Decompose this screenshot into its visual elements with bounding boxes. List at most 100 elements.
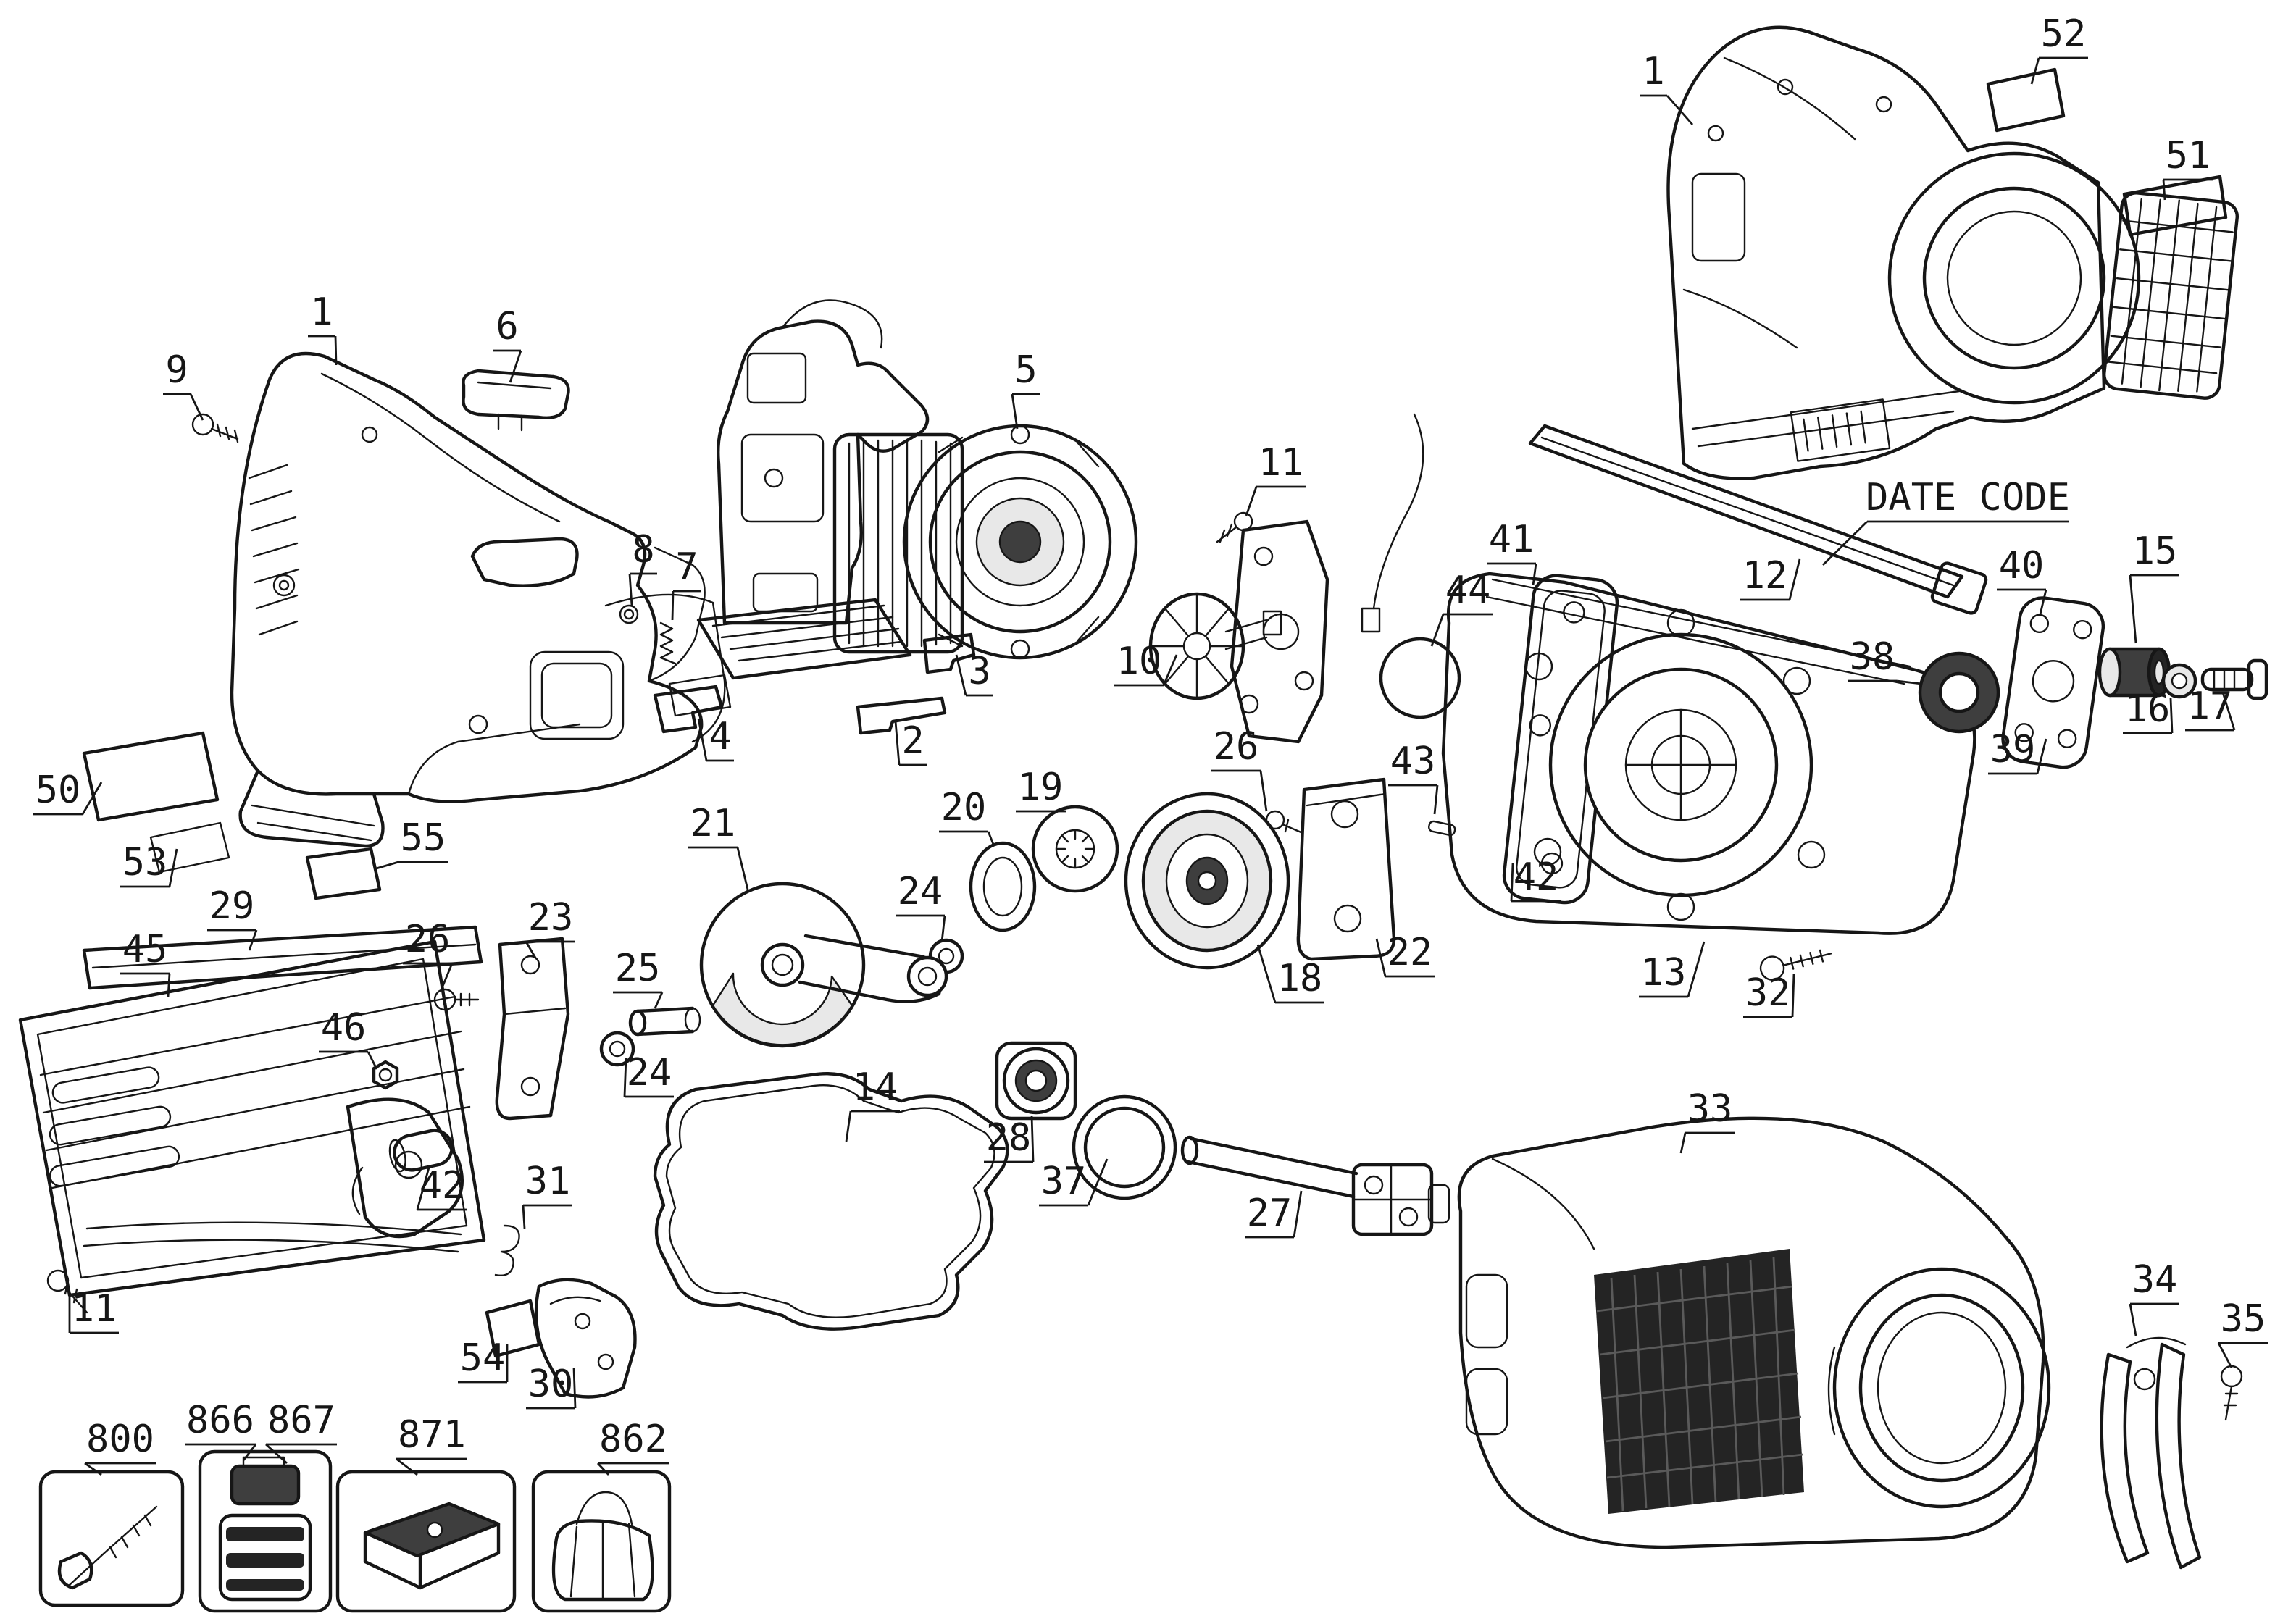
part-number-text: 15: [2132, 530, 2178, 573]
leader-line: [1679, 1131, 1735, 1154]
part-label-5: 5: [1011, 348, 1040, 430]
leader-line: [2129, 574, 2179, 644]
part-label-18: 18: [1256, 944, 1324, 1004]
part-label-29: 29: [207, 884, 258, 951]
part-number-text: 34: [2132, 1258, 2178, 1302]
bearing-38: [1918, 651, 2000, 734]
leader-line: [1388, 784, 1439, 815]
leader-line: [671, 590, 701, 621]
part-number-text: 11: [72, 1287, 117, 1331]
label-sticker-52: [1986, 67, 2066, 133]
leader-line: [416, 1167, 467, 1211]
part-number-text: 10: [1116, 640, 1162, 683]
part-number-text: 35: [2221, 1297, 2266, 1341]
leader-line: [2185, 692, 2236, 732]
part-number-text: 22: [1387, 931, 1433, 974]
part-label-31: 31: [522, 1160, 572, 1229]
part-number-text: 28: [986, 1116, 1032, 1160]
part-number-text: 867: [267, 1399, 335, 1442]
leader-line: [939, 830, 995, 847]
part-number-text: 9: [165, 348, 188, 392]
part-label-32: 32: [1743, 971, 1795, 1018]
part-number-text: 42: [1514, 855, 1559, 899]
bracket-23: [495, 937, 570, 1121]
leader-line: [845, 1110, 900, 1142]
pulley-18: [1124, 792, 1290, 970]
part-label-12: 12: [1740, 554, 1801, 601]
leader-line: [120, 848, 178, 888]
part-label-33: 33: [1679, 1087, 1735, 1154]
part-label-6: 6: [493, 305, 522, 383]
part-label-53: 53: [120, 841, 178, 888]
part-label-42: 42: [416, 1164, 467, 1211]
part-number-text: 11: [1258, 441, 1304, 485]
label-sticker-54: [485, 1299, 541, 1358]
leader-line: [68, 1292, 119, 1334]
leader-line: [1848, 679, 1922, 685]
part-label-42: 42: [1510, 855, 1561, 903]
part-label-23: 23: [525, 896, 575, 960]
part-number-text: 871: [398, 1413, 466, 1457]
leader-line: [1743, 973, 1795, 1018]
housing-right: [1666, 25, 2239, 480]
part-label-16: 16: [2123, 687, 2174, 734]
part-label-51: 51: [2162, 134, 2213, 201]
part-number-text: 39: [1990, 728, 2036, 771]
leader-line: [596, 1462, 669, 1476]
pin-25: [628, 1006, 701, 1037]
leader-line: [526, 1367, 577, 1410]
screw-35: [2220, 1365, 2243, 1421]
part-number-text: DATE CODE: [1866, 476, 2070, 519]
part-number-text: 3: [968, 650, 990, 693]
part-label-19: 19: [1016, 766, 1066, 813]
part-number-text: 29: [209, 884, 255, 928]
leader-line: [265, 1443, 337, 1465]
part-label-14: 14: [845, 1066, 900, 1142]
part-label-26: 26: [1211, 725, 1268, 812]
leader-line: [1256, 944, 1324, 1004]
part-label-24: 24: [896, 870, 946, 942]
leader-line: [2129, 1302, 2179, 1336]
part-label-866: 866: [185, 1399, 257, 1461]
leader-line: [896, 914, 946, 942]
leader-line: [1114, 654, 1178, 687]
screw-32: [1759, 949, 1832, 981]
part-number-text: 21: [690, 802, 736, 845]
leader-line: [1510, 863, 1561, 903]
part-number-text: 8: [632, 528, 654, 572]
leader-line: [207, 929, 258, 951]
leader-line: [1430, 613, 1493, 647]
part-number-text: 37: [1041, 1160, 1087, 1203]
leader-line: [1211, 769, 1268, 812]
part-number-text: 30: [528, 1363, 574, 1406]
part-label-800: 800: [84, 1418, 156, 1476]
part-number-text: 17: [2187, 685, 2233, 728]
leader-line: [1997, 588, 2048, 615]
leader-line: [1245, 1190, 1303, 1239]
part-number-text: 43: [1390, 740, 1436, 783]
screw-26-left: [433, 988, 480, 1011]
crank-21: [699, 882, 948, 1048]
part-label-862: 862: [596, 1418, 669, 1476]
part-number-text: 866: [186, 1399, 254, 1442]
screw-11-top: [1216, 511, 1253, 543]
leader-line: [185, 1443, 257, 1461]
part-label-1: 1: [308, 290, 338, 366]
part-label-25: 25: [613, 947, 664, 1009]
part-label-17: 17: [2185, 685, 2236, 732]
part-number-text: 16: [2125, 687, 2171, 731]
leader-line: [120, 972, 171, 997]
leader-line: [1640, 94, 1694, 125]
part-number-text: 26: [1214, 725, 1259, 769]
leader-line: [525, 940, 575, 960]
screw-9: [191, 413, 239, 443]
part-label-27: 27: [1245, 1190, 1303, 1239]
part-label-34: 34: [2129, 1258, 2179, 1336]
part-number-text: 862: [599, 1418, 667, 1461]
part-label-38: 38: [1848, 635, 1922, 685]
part-number-text: 40: [1999, 544, 2045, 587]
leader-line: [2217, 1342, 2268, 1368]
spline-washer-19: [1031, 805, 1119, 893]
